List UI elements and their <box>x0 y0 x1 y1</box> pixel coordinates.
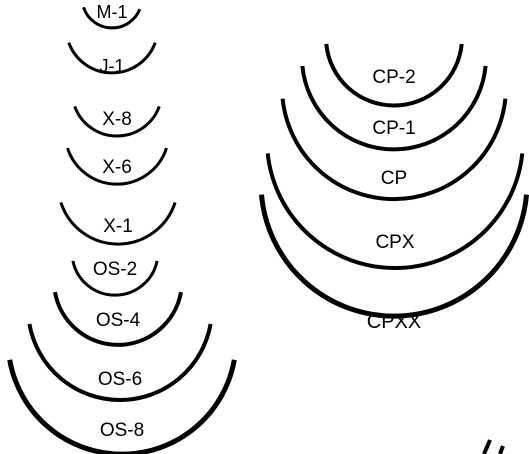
needle-arc-os-6 <box>27 323 213 402</box>
needle-cpxx: CPXX <box>259 194 529 333</box>
needle-label-cp-1: CP-1 <box>372 118 415 139</box>
needle-x-8: X-8 <box>73 105 161 138</box>
needle-x-1: X-1 <box>59 202 177 246</box>
needle-arc-x-8 <box>73 105 161 138</box>
needle-label-os-2: OS-2 <box>93 259 137 280</box>
needle-os-4: OS-4 <box>53 291 183 347</box>
cropped-needle-fragment <box>482 439 505 454</box>
needle-arc-m-1 <box>82 6 142 30</box>
needle-arc-x-1 <box>59 202 177 246</box>
needle-arc-x-6 <box>66 147 168 186</box>
needle-os-2: OS-2 <box>71 259 159 297</box>
needle-x-6: X-6 <box>66 147 168 186</box>
needle-label-cp-2: CP-2 <box>372 67 415 88</box>
needle-label-x-8: X-8 <box>102 109 132 130</box>
needle-j-1: J-1 <box>67 42 157 76</box>
needle-arc-cp-1 <box>300 65 488 152</box>
needle-label-j-1: J-1 <box>99 56 124 76</box>
needle-cp-2: CP-2 <box>324 43 464 108</box>
needle-arc-os-8 <box>7 359 237 454</box>
needle-arc-j-1 <box>67 42 157 75</box>
needle-label-os-6: OS-6 <box>98 369 142 390</box>
needle-cpx: CPX <box>265 153 525 271</box>
needle-label-x-1: X-1 <box>103 216 133 237</box>
needle-os-8: OS-8 <box>7 359 237 454</box>
needle-label-m-1: M-1 <box>97 2 128 22</box>
needle-cp-1: CP-1 <box>300 65 488 152</box>
needle-arc-cp <box>280 98 508 202</box>
needle-arc-cp-2 <box>324 43 464 108</box>
needle-label-cpx: CPX <box>375 232 414 253</box>
needle-arc-cpx <box>265 153 525 271</box>
needle-label-os-8: OS-8 <box>100 420 144 441</box>
needle-os-6: OS-6 <box>27 323 213 402</box>
needle-label-os-4: OS-4 <box>96 310 141 331</box>
needle-arc-cpxx <box>259 194 529 319</box>
needle-arc-os-2 <box>71 260 159 297</box>
needle-m-1: M-1 <box>82 2 142 30</box>
needle-label-cp: CP <box>381 168 407 189</box>
needle-cp: CP <box>280 98 508 202</box>
needle-label-x-6: X-6 <box>102 157 132 178</box>
needle-label-cpxx: CPXX <box>367 311 421 333</box>
needle-arc-os-4 <box>53 291 183 347</box>
